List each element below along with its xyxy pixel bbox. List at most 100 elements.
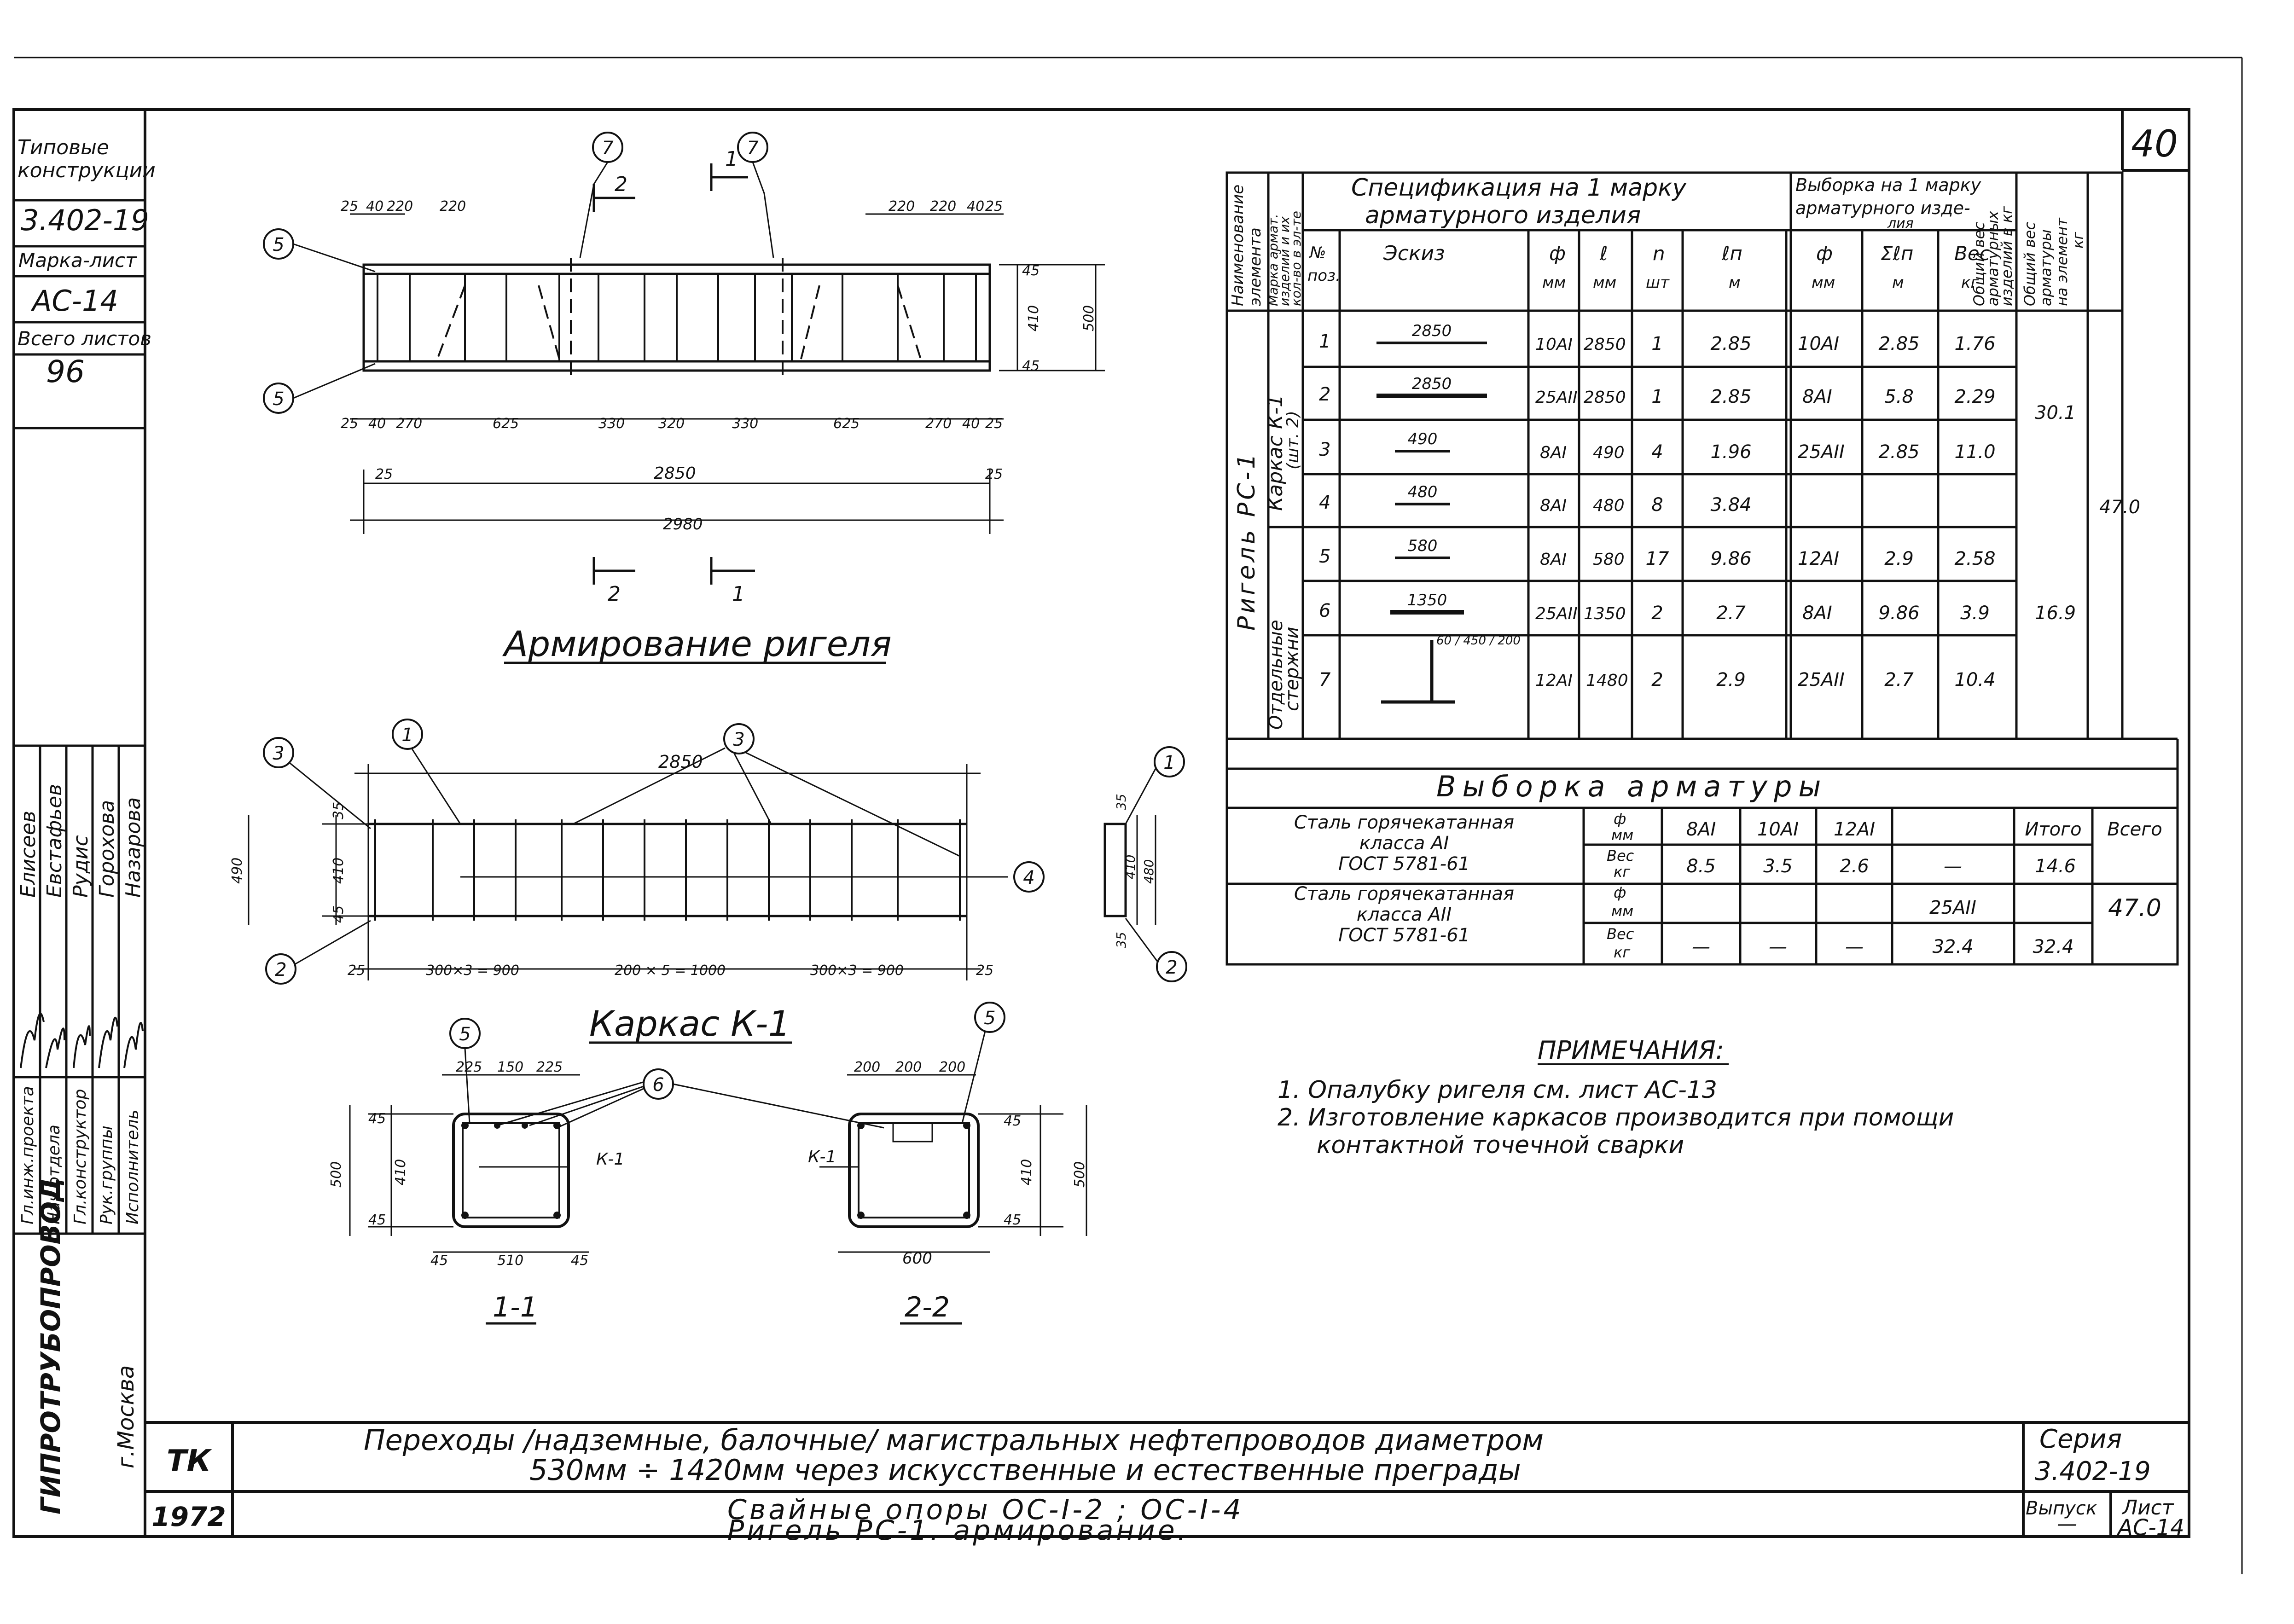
cell-sketch: 60 / 450 / 200 — [1436, 634, 1521, 648]
sub-sel-w-unit: кг — [1961, 273, 1980, 292]
d1-top-dim-2: 40 — [366, 198, 383, 215]
sel2-w-unit: кг — [1614, 944, 1630, 961]
d1-edge-right: 25 — [985, 466, 1003, 482]
section-2-2: 200 200 200 45 410 45 500 600 К-1 5 2-2 — [808, 1002, 1088, 1325]
stamp-total-label: Всего листов — [17, 327, 151, 350]
sub-phi: ф — [1549, 242, 1566, 265]
cell-lp: 2.7 — [1716, 603, 1746, 624]
total1-line-2: арматурных — [1984, 210, 2002, 306]
spec-header-1: Спецификация на 1 марку — [1351, 174, 1687, 202]
d1-top-dim-4: 220 — [440, 198, 466, 215]
d2-callout-3a: 3 — [273, 743, 284, 764]
steel1-line2: класса АI — [1359, 833, 1449, 854]
role-1: Гл.инж.проекта — [18, 1086, 37, 1224]
table-row: 2 2850 25АII 2850 1 2.85 8АI 5.8 2.29 — [1319, 375, 1996, 407]
spec-col-mark-3: кол-во в эл-те — [1289, 211, 1304, 306]
sel-header-3: лия — [1887, 215, 1914, 232]
section-mark-top-2: 2 — [615, 173, 627, 196]
s1-bot-dim-3: 45 — [571, 1253, 588, 1269]
s2-right-dim-2: 410 — [1019, 1159, 1035, 1185]
s1-bot-dim-1: 45 — [430, 1253, 448, 1269]
spec-total-element: 47.0 — [2099, 497, 2140, 518]
cell-sel-lp: 2.9 — [1884, 548, 1914, 569]
total2-line-4: кг — [2069, 232, 2087, 249]
total1-line-1: Общий вес — [1970, 222, 1988, 306]
title-line3: Свайные опоры ОС-I-2 ; ОС-I-4 — [727, 1494, 1244, 1526]
d2-left-dim-4: 490 — [229, 858, 245, 884]
s1-callout-5: 5 — [459, 1024, 470, 1045]
cell-n: 17 — [1646, 548, 1669, 569]
cell-d: 25АII — [1535, 388, 1578, 407]
side-dim-2: 410 — [1123, 855, 1138, 879]
sub-sel-sum: Σℓп — [1881, 242, 1913, 265]
cage-k1-view: 2850 35 410 45 490 25 300×3 = 900 200 × … — [229, 719, 1187, 1044]
sel2-w: Вес — [1607, 925, 1634, 943]
sel-header-2: арматурного изде- — [1795, 198, 1970, 218]
spec-element: Ригель РС-1 — [1233, 451, 1260, 631]
side-dim-4: 35 — [1114, 932, 1129, 948]
table-row: 5 580 8АI 580 17 9.86 12АI 2.9 2.58 — [1319, 537, 1996, 569]
s2-bot-dim: 600 — [902, 1249, 932, 1268]
sub-lp: ℓп — [1721, 242, 1742, 265]
notes-title: ПРИМЕЧАНИЯ: — [1538, 1036, 1724, 1065]
cell-sel-w: 2.29 — [1954, 386, 1995, 407]
total2-line-2: арматуры — [2037, 229, 2055, 306]
s2-top-dim-1: 200 — [854, 1059, 880, 1075]
sel2-col-25aii: 25АII — [1929, 897, 1976, 918]
d1-bot-dim-8: 625 — [833, 416, 860, 432]
sub-no: № — [1309, 244, 1326, 262]
page-number: 40 — [2131, 122, 2178, 165]
stamp-mark: АС-14 — [30, 284, 118, 318]
cell-l: 2850 — [1584, 335, 1626, 354]
s1-left-dim-3: 45 — [368, 1212, 386, 1228]
sub-pos: поз. — [1307, 267, 1341, 285]
title-tk: ТК — [167, 1444, 212, 1478]
spec-group2-a: Отдельные — [1266, 620, 1287, 730]
beam-reinforcement-view: 25 40 220 220 220 220 40 25 25 40 270 62… — [263, 132, 1105, 664]
cell-lp: 3.84 — [1710, 494, 1751, 516]
title-sheet-label: Лист — [2121, 1496, 2174, 1520]
title-series: 3.402-19 — [2035, 1456, 2151, 1486]
spec-table: Наименование элемента Марка армат. издел… — [1225, 171, 2140, 740]
spec-col-mark-2: изделий и их — [1277, 216, 1292, 306]
title-sheet: АС-14 — [2116, 1515, 2184, 1541]
d1-right-dim-1: 45 — [1022, 263, 1040, 279]
stamp-org: ГИПРОТРУБОПРОВОД — [35, 1177, 66, 1514]
spec-group1-a: Каркас К-1 — [1264, 394, 1287, 511]
cell-pos: 1 — [1319, 331, 1330, 352]
cell-lp: 9.86 — [1710, 548, 1751, 569]
s1-callout-6: 6 — [652, 1074, 664, 1096]
d1-bot-dim-6: 320 — [658, 416, 685, 432]
cell-sel-w: 2.58 — [1954, 548, 1995, 569]
s2-right-dim-1: 45 — [1004, 1113, 1021, 1129]
d1-bot-dim-1: 25 — [341, 416, 358, 432]
cell-sketch: 2850 — [1412, 322, 1452, 340]
side-dim-3: 480 — [1141, 859, 1156, 884]
d1-right-dim-3: 45 — [1022, 358, 1040, 374]
spec-group1-b: (шт. 2) — [1283, 411, 1302, 470]
spec-group2-b: стержни — [1282, 627, 1303, 711]
d1-top-dim-5: 220 — [889, 198, 915, 215]
cell-sel-d: 8АI — [1802, 386, 1832, 407]
note-2: 2. Изготовление каркасов производится пр… — [1278, 1104, 1954, 1131]
cell-lp: 2.9 — [1716, 669, 1746, 690]
d2-bot-dim-3: 200 × 5 = 1000 — [615, 963, 726, 979]
section-marks: 2 1 2 1 — [592, 147, 755, 606]
left-stamp: Типовые конструкции 3.402-19 Марка-лист … — [14, 136, 156, 1514]
s1-left-dim-1: 45 — [368, 1111, 386, 1127]
spec-col-name-2: элемента — [1246, 227, 1265, 306]
d2-callout-3b: 3 — [733, 729, 744, 750]
cell-sel-lp: 5.8 — [1884, 386, 1914, 407]
role-5: Исполнитель — [123, 1109, 142, 1224]
spec-header-2: арматурного изделия — [1365, 202, 1641, 229]
steel1-line1: Сталь горячекатанная — [1294, 812, 1514, 833]
table-row: 3 490 8АI 490 4 1.96 25АII 2.85 11.0 — [1319, 430, 1996, 463]
d2-left-dim-2: 410 — [331, 858, 347, 884]
sel-w-10ai: 3.5 — [1763, 856, 1793, 877]
name-1: Елисеев — [17, 811, 40, 898]
sel1-phi: ф — [1614, 810, 1626, 828]
sub-sel-w: Вес — [1954, 242, 1990, 265]
sel2-w-2: — — [1769, 936, 1787, 957]
sel1-phi-unit: мм — [1611, 826, 1633, 844]
cell-sel-w: 3.9 — [1960, 603, 1990, 624]
